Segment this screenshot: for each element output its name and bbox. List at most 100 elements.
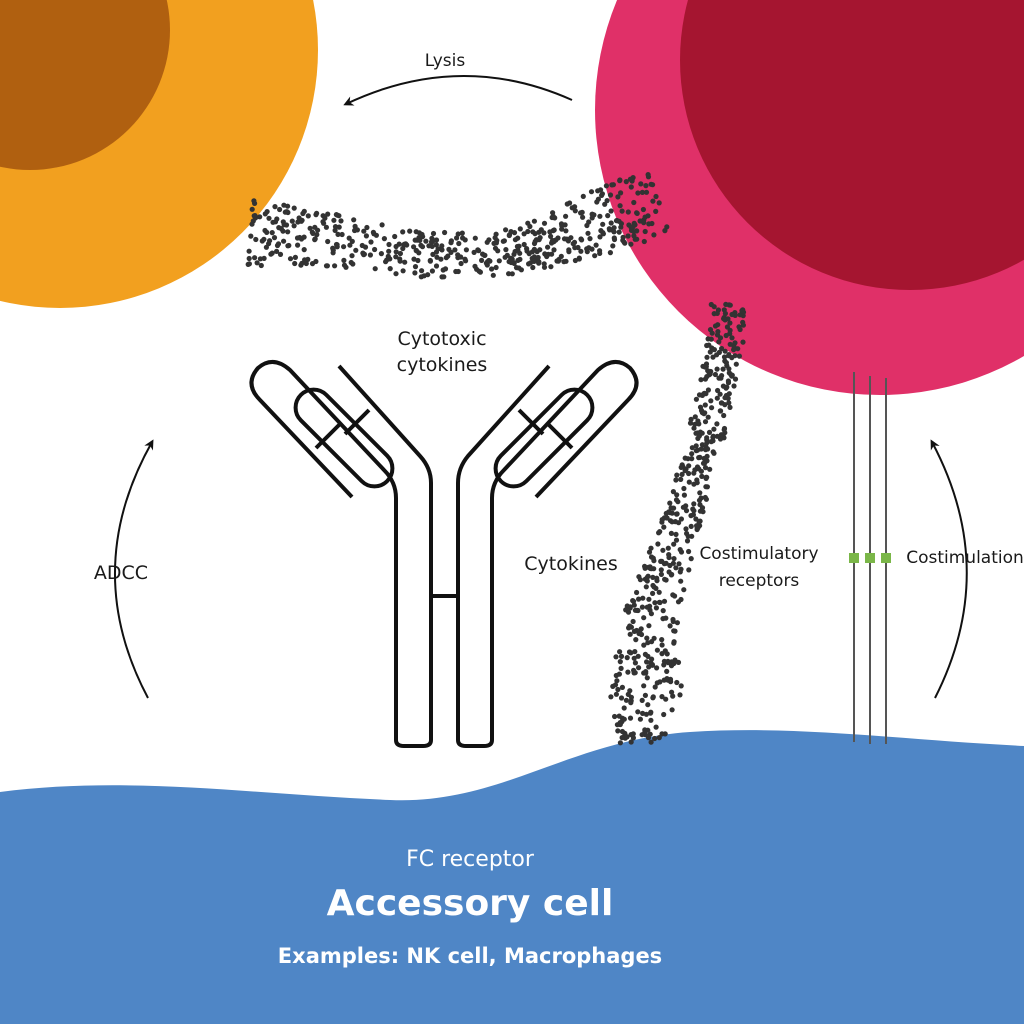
cytokine-dot [595,196,602,202]
cytokine-dot [701,390,708,396]
cytokine-dot [632,649,638,655]
cytokine-dot [453,268,459,275]
cytokine-dot [393,249,399,255]
cytokine-dot [726,391,732,397]
cytokine-dot [621,716,627,722]
cytokine-dot [572,208,578,214]
cytokine-dot [630,618,636,625]
cytokine-dot [662,228,668,234]
cytokine-dot [267,238,273,244]
cytokine-dot [642,563,648,570]
cytokine-dot [314,232,320,238]
cytokine-dot [285,243,291,249]
cytokine-dot [668,659,675,665]
cytokine-dot [623,697,630,703]
cytokine-dot [608,694,614,700]
cytokine-dot [694,464,701,470]
cytokine-dot [689,533,695,539]
cytokine-dot [386,241,392,248]
cytokine-dots [245,172,747,746]
cytokine-dot [411,244,417,250]
cytokine-dot [549,238,556,244]
cytokine-dot [617,649,623,655]
cytokine-dot [683,466,689,472]
cytotoxic-cytokines-label-line2: cytokines [397,354,488,376]
costimulation-label: Costimulation [906,548,1024,568]
cytokine-dot [702,419,709,425]
cytokine-dot [653,193,659,200]
cytokine-dot [315,227,321,233]
cytokine-dot [657,599,663,606]
cytokine-dot [631,233,637,239]
cytokine-dot [412,270,418,276]
cytokine-dot [631,199,637,206]
cytokine-dot [456,240,462,247]
cytokine-dot [291,205,297,211]
cytokine-dot [585,230,591,236]
cytokine-dot [714,421,720,427]
cytokine-dot [669,510,675,516]
cytokine-dot [517,256,523,262]
cytokine-dot [618,695,625,701]
cytokine-dot [433,242,439,248]
cytokine-dot [506,271,512,277]
cytokine-dot [636,665,642,671]
cytokine-dot [617,203,623,209]
cytokine-dot [696,433,703,439]
cytokine-dot [413,229,419,235]
cytokine-dot [678,476,684,482]
cytokine-dot [677,692,683,698]
cytokine-dot [702,465,709,471]
cytokine-dot [320,219,326,225]
cytokine-dot [531,218,538,224]
cytokine-dot [650,555,656,561]
cytokine-dot [501,238,507,244]
cytokine-dot [631,655,637,661]
costimulation-arrow [930,439,968,699]
cytokine-dot [672,628,678,634]
cytokine-dot [656,735,662,741]
cytokine-dot [294,235,301,241]
cytokine-dot [659,731,665,737]
cytokine-dot [717,436,724,442]
cytokine-dot [712,371,719,378]
adcc-arrow [114,439,154,699]
cytokine-dot [513,265,520,271]
cytokine-dot [632,660,639,666]
cytokine-dot [718,432,724,438]
cytokine-dot [653,605,660,611]
cytokine-dot [627,688,633,694]
cytokine-dot [686,470,692,477]
cytokine-dot [525,228,531,235]
cytokine-dot [696,497,703,503]
cytokine-dot [651,232,657,238]
cytokine-dot [312,236,318,242]
cytokine-dot [645,702,651,708]
cytokine-dot [637,716,644,722]
cytokine-dot [721,412,727,419]
cytokine-dot [729,355,735,361]
cytokine-dot [673,537,680,543]
cytokine-dot [548,264,554,270]
cytokine-dot [678,683,684,689]
cytokine-dot [678,596,684,603]
cytokine-dot [352,223,358,229]
cytokine-dot [653,585,659,592]
cytokine-dot [639,732,645,738]
heavy-chain-right [490,360,639,740]
cytokine-dot [423,238,429,244]
cytokine-dot [639,189,646,195]
cytokine-dot [417,237,423,243]
cytokine-dot [667,623,673,629]
cytokine-dot [628,184,634,190]
cytokine-dot [460,235,466,241]
cytokine-dot [343,264,349,270]
cytokine-dot [653,208,659,214]
cytokine-dot [646,596,652,602]
cytokine-dot [661,598,668,604]
cytokine-dot [615,728,621,734]
cytokine-dot [648,566,654,572]
cytokine-dot [603,183,610,189]
cytokine-dot [484,239,490,245]
cytokine-dot [381,236,387,242]
